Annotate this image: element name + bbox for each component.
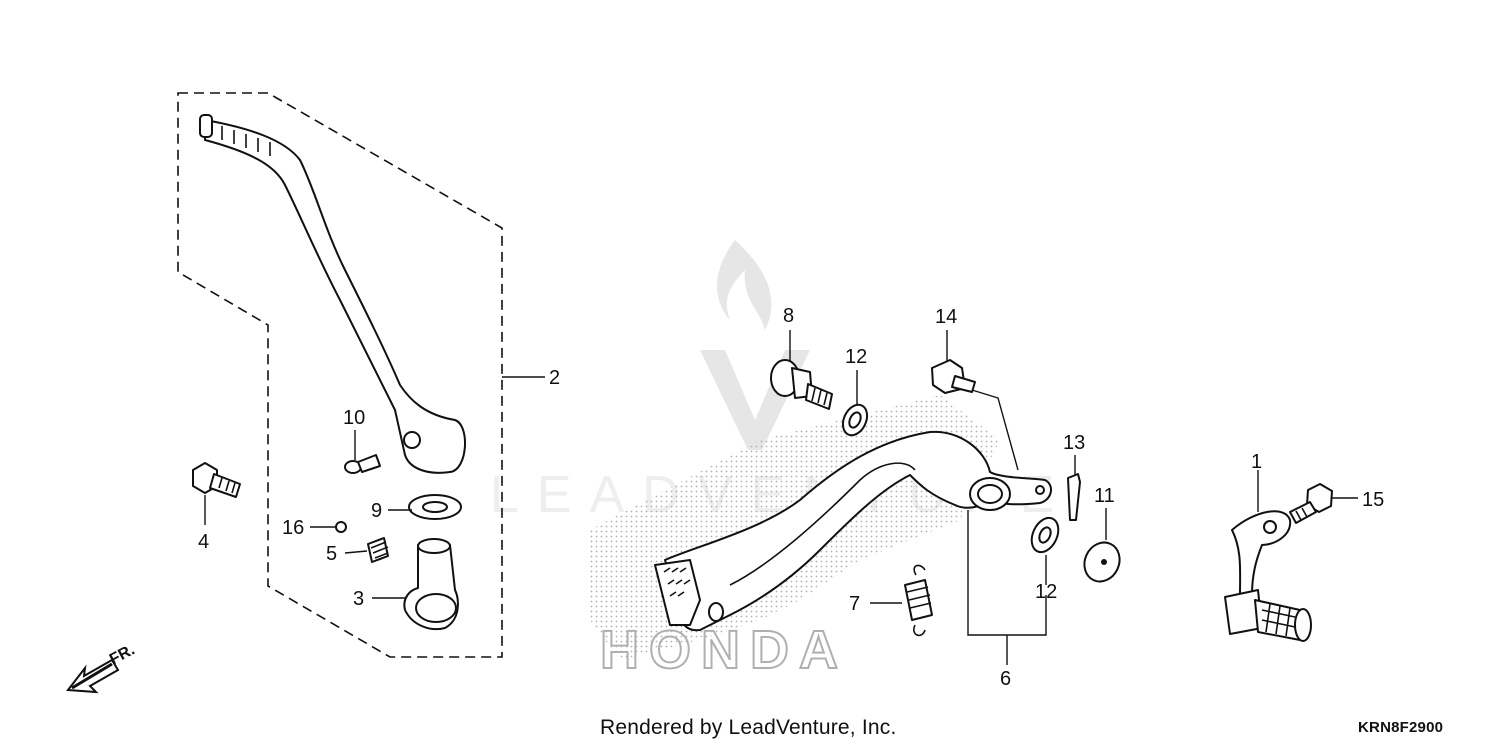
washer <box>1083 541 1121 583</box>
front-direction-indicator: FR. <box>66 641 138 694</box>
callouts: 1 2 3 4 5 6 7 8 9 10 11 12 12 13 14 15 1… <box>198 305 1384 690</box>
o-ring <box>335 521 347 533</box>
callout-11: 11 <box>1094 485 1115 507</box>
callout-9: 9 <box>371 500 382 522</box>
callout-10: 10 <box>343 407 365 429</box>
callout-13: 13 <box>1063 432 1085 454</box>
spring-small <box>367 537 389 563</box>
callout-2: 2 <box>549 367 560 389</box>
brake-pedal <box>654 430 1052 632</box>
callout-15: 15 <box>1362 489 1384 511</box>
clevis-pin <box>931 359 976 394</box>
screw <box>344 454 381 474</box>
cotter-pin <box>1067 473 1081 521</box>
callout-8: 8 <box>783 305 794 327</box>
callout-4: 4 <box>198 531 209 553</box>
halftone-brand-mark: HONDA <box>600 620 848 680</box>
render-credit: Rendered by LeadVenture, Inc. <box>600 716 897 739</box>
kick-arm-bolt <box>192 462 241 498</box>
callout-6: 6 <box>1000 668 1011 690</box>
callout-5: 5 <box>326 543 337 565</box>
shift-lever-bolt <box>1289 483 1333 524</box>
callout-12-lower: 12 <box>1035 581 1057 603</box>
diagram-code: KRN8F2900 <box>1358 719 1444 736</box>
seal-lower <box>1030 516 1060 554</box>
kick-starter-arm <box>199 114 467 474</box>
leader-lines <box>204 330 1358 665</box>
callout-14: 14 <box>935 306 957 328</box>
callout-7: 7 <box>849 593 860 615</box>
callout-3: 3 <box>353 588 364 610</box>
callout-12-upper: 12 <box>845 346 867 368</box>
pivot-bolt <box>770 359 833 410</box>
shift-lever <box>1224 510 1312 642</box>
oil-seal <box>408 494 462 520</box>
seal-upper <box>841 403 869 437</box>
return-spring <box>904 564 933 637</box>
callout-16: 16 <box>282 517 304 539</box>
assembly-boundary <box>177 92 503 658</box>
callout-1: 1 <box>1251 451 1262 473</box>
kick-spindle <box>403 538 459 630</box>
